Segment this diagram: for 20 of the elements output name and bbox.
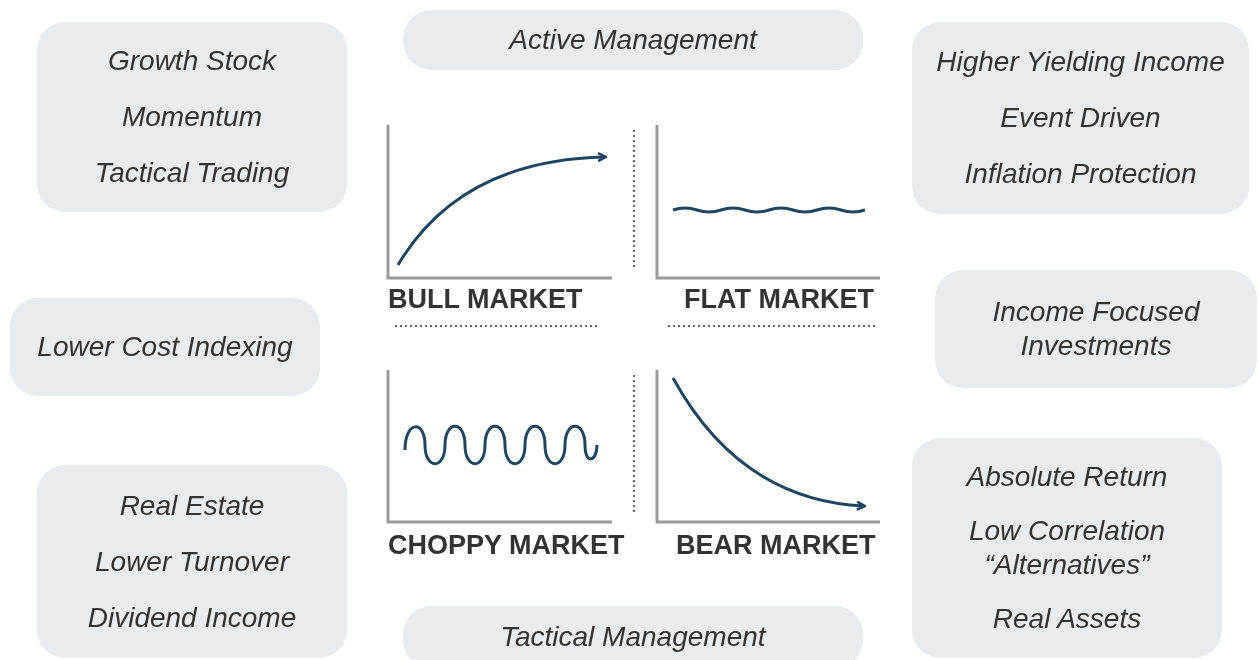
strategy-label: Event Driven bbox=[1000, 101, 1161, 135]
strategy-label: Inflation Protection bbox=[964, 157, 1197, 191]
market-label: CHOPPY MARKET bbox=[388, 530, 625, 561]
strategy-label: Momentum bbox=[121, 100, 262, 134]
strategy-label: Income Focused Investments bbox=[991, 295, 1202, 363]
strategy-label: Lower Turnover bbox=[95, 544, 289, 579]
strategy-label: Dividend Income bbox=[87, 600, 297, 635]
strategy-label: Tactical Trading bbox=[94, 156, 290, 190]
market-label: FLAT MARKET bbox=[684, 284, 874, 315]
market-label: BULL MARKET bbox=[388, 284, 583, 315]
strategy-label: Higher Yielding Income bbox=[936, 45, 1225, 79]
strategy-label: Active Management bbox=[509, 23, 757, 57]
market-label: BEAR MARKET bbox=[676, 530, 876, 561]
strategy-label: Real Estate bbox=[119, 488, 265, 523]
strategy-label: Low Correlation “Alternatives” bbox=[967, 514, 1167, 582]
strategy-label: Lower Cost Indexing bbox=[37, 330, 293, 364]
strategy-label: Tactical Management bbox=[500, 620, 766, 654]
strategy-label: Absolute Return bbox=[966, 460, 1168, 494]
strategy-label: Growth Stock bbox=[107, 44, 277, 78]
strategy-label: Real Assets bbox=[992, 602, 1142, 636]
